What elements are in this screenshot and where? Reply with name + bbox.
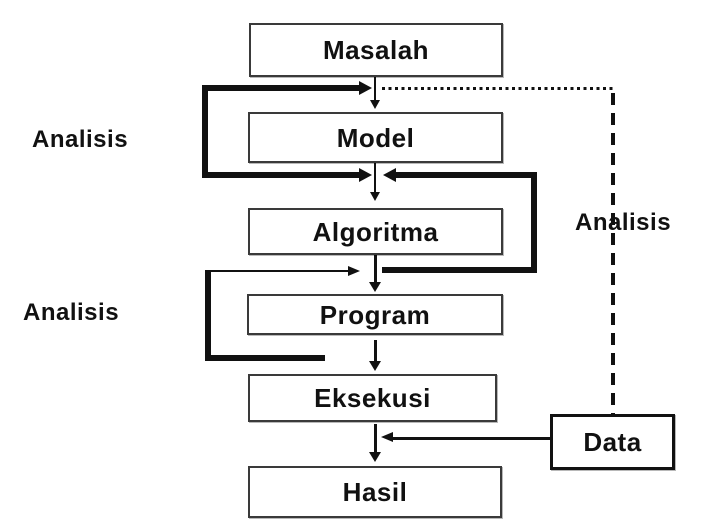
arrow-eksekusi-hasil-shaft: [374, 424, 377, 453]
analisis-label-right: Analisis: [575, 209, 672, 236]
arrowhead-down-icon: [369, 282, 381, 292]
arrowhead-down-icon: [370, 192, 380, 201]
model-feedback-left-vertical: [202, 85, 208, 178]
algoritma-feedback-right-vertical: [531, 172, 537, 273]
analisis-label-left-top: Analisis: [32, 126, 129, 153]
node-data-label: Data: [583, 427, 642, 457]
model-feedback-top-shaft: [202, 85, 359, 91]
node-masalah: Masalah: [249, 23, 503, 77]
node-algoritma-label: Algoritma: [312, 216, 439, 247]
arrowhead-right-icon: [348, 266, 360, 276]
arrowhead-left-icon: [381, 432, 393, 442]
node-hasil-label: Hasil: [342, 477, 408, 507]
node-model-label: Model: [336, 122, 415, 153]
node-masalah-label: Masalah: [322, 35, 430, 65]
node-eksekusi-label: Eksekusi: [314, 383, 431, 413]
model-feedback-bottom-shaft: [202, 172, 359, 178]
program-feedback-bottom-shaft: [205, 355, 325, 361]
arrowhead-down-icon: [369, 361, 381, 371]
dashed-line-to-data: [611, 93, 615, 414]
arrow-program-eksekusi-shaft: [374, 340, 377, 362]
node-program-label: Program: [319, 299, 431, 330]
arrowhead-down-icon: [369, 452, 381, 462]
arrow-data-to-flow-shaft: [393, 437, 550, 440]
arrow-algoritma-program-shaft: [374, 255, 377, 283]
arrowhead-left-icon: [383, 168, 396, 182]
program-feedback-top-shaft: [208, 270, 348, 272]
node-eksekusi: Eksekusi: [248, 374, 497, 422]
arrow-masalah-model-shaft: [374, 77, 376, 101]
node-hasil: Hasil: [248, 466, 502, 518]
analisis-label-left-bottom: Analisis: [23, 299, 120, 326]
algoritma-feedback-bottom-shaft: [382, 267, 537, 273]
node-algoritma: Algoritma: [248, 208, 503, 255]
program-feedback-left-vertical: [205, 270, 211, 361]
dotted-line-masalah-to-data: [382, 87, 613, 90]
node-model: Model: [248, 112, 503, 163]
arrowhead-down-icon: [370, 100, 380, 109]
node-data: Data: [550, 414, 675, 470]
arrowhead-right-icon: [359, 168, 372, 182]
algoritma-feedback-top-shaft: [396, 172, 537, 178]
arrow-model-algoritma-shaft: [374, 163, 376, 193]
arrowhead-right-icon: [359, 81, 372, 95]
node-program: Program: [247, 294, 503, 335]
